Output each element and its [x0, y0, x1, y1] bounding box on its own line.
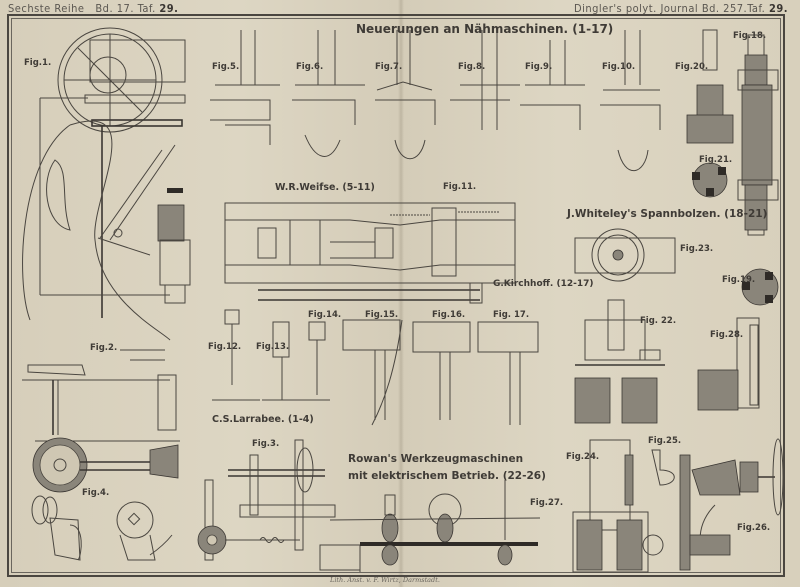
rowan-title-line2: mit elektrischem Betrieb. (22-26) — [348, 470, 546, 482]
fig6-label: Fig.6. — [296, 62, 324, 72]
header-journal-volume: Bd. 257. — [701, 2, 748, 15]
kirchhoff-title: G.Kirchhoff. (12-17) — [493, 279, 594, 289]
fig14-label: Fig.14. — [308, 310, 342, 320]
fig25-label: Fig.25. — [648, 436, 682, 446]
fig26-drawing — [679, 438, 784, 571]
fig11-label: Fig.11. — [443, 182, 477, 192]
fig1-label: Fig.1. — [24, 58, 52, 68]
fig19-label: Fig.19. — [722, 275, 756, 285]
fig23-drawing — [574, 228, 676, 282]
fig2-drawing — [22, 349, 180, 493]
header-journal-plate: 29. — [768, 2, 788, 15]
whiteley-title: J.Whiteley's Spannbolzen. (18-21) — [567, 208, 768, 220]
fig3-drawing — [197, 439, 336, 561]
fig10-label: Fig.10. — [602, 62, 636, 72]
fig11-drawing — [224, 202, 516, 304]
fig3-label: Fig.3. — [252, 439, 280, 449]
header-journal-plate-prefix: Taf. — [747, 2, 766, 15]
fig27-drawing — [319, 480, 541, 572]
fig20-drawing — [686, 29, 734, 198]
fig9-label: Fig.9. — [525, 62, 553, 72]
fig24-drawing — [572, 439, 664, 573]
fig20-label: Fig.20. — [675, 62, 709, 72]
weisse-title: W.R.Weifse. (5-11) — [275, 182, 375, 193]
rowan-title-line1: Rowan's Werkzeugmaschinen — [348, 453, 524, 465]
header-journal: Dingler's polyt. Journal — [573, 2, 699, 15]
main-title: Neuerungen an Nähmaschinen. (1-17) — [356, 22, 614, 36]
header-plate-prefix: Taf. — [137, 2, 156, 15]
figs12-17-drawings — [212, 309, 539, 426]
fig18-label: Fig.18. — [733, 31, 767, 41]
fig17-label: Fig. 17. — [493, 310, 530, 320]
fig21-label: Fig.21. — [699, 155, 733, 165]
fig5-label: Fig.5. — [212, 62, 240, 72]
fig24-label: Fig.24. — [566, 452, 600, 462]
header-series: Sechste Reihe — [8, 2, 85, 15]
fig4-label: Fig.4. — [82, 488, 110, 498]
fig13-label: Fig.13. — [256, 342, 290, 352]
figs5-10-drawings — [210, 30, 661, 172]
plate-border — [7, 14, 785, 577]
fig19-drawing — [741, 268, 779, 306]
fig16-label: Fig.16. — [432, 310, 466, 320]
fig4-drawing — [31, 495, 173, 561]
fig18-drawing — [737, 34, 779, 236]
fig26-label: Fig.26. — [737, 523, 771, 533]
fig22-drawing — [574, 299, 665, 424]
header-right: Dingler's polyt. Journal Bd. 257.Taf. 29… — [574, 2, 788, 15]
center-fold — [398, 0, 404, 587]
header-plate-number: 29. — [159, 2, 179, 15]
plate-inner-border — [11, 18, 781, 573]
fig28-drawing — [697, 317, 760, 411]
fig22-label: Fig. 22. — [640, 316, 677, 326]
lithographer-imprint: Lith. Anst. v. F. Wirtz, Darmstadt. — [330, 576, 440, 584]
fig2-label: Fig.2. — [90, 343, 118, 353]
fig23-label: Fig.23. — [680, 244, 714, 254]
header-left: Sechste Reihe Bd. 17. Taf. 29. — [8, 2, 178, 15]
fig1-drawing — [22, 27, 191, 341]
fig15-label: Fig.15. — [365, 310, 399, 320]
fig27-label: Fig.27. — [530, 498, 564, 508]
fig8-label: Fig.8. — [458, 62, 486, 72]
fig12-label: Fig.12. — [208, 342, 242, 352]
header-volume: Bd. 17. — [95, 2, 134, 15]
fig25-drawing — [651, 449, 675, 486]
larrabee-title: C.S.Larrabee. (1-4) — [212, 414, 314, 425]
fig28-label: Fig.28. — [710, 330, 744, 340]
fig7-label: Fig.7. — [375, 62, 403, 72]
